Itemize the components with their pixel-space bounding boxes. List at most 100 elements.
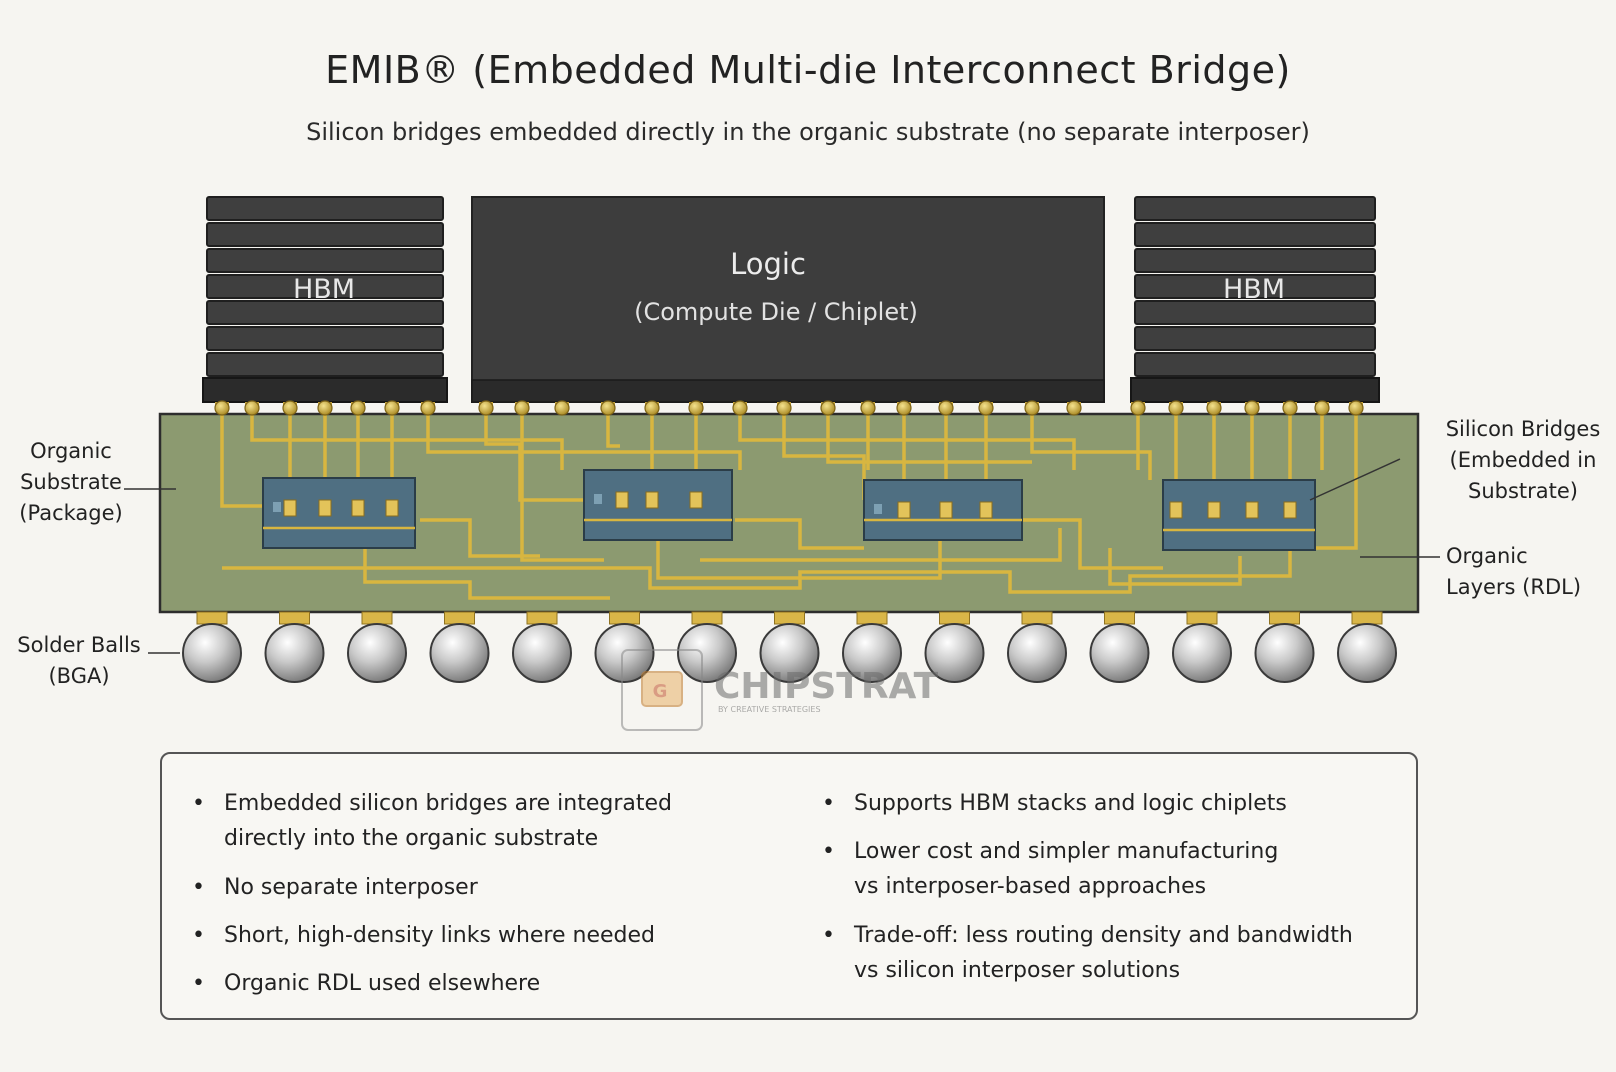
ball-pad: [526, 611, 558, 625]
solder-ball: [924, 623, 985, 683]
note-item: • Supports HBM stacks and logic chiplets: [822, 786, 1287, 821]
ball-pad: [1351, 611, 1383, 625]
ball-pad: [361, 611, 393, 625]
micro-bump: [317, 400, 333, 416]
page-title: EMIB® (Embedded Multi-die Interconnect B…: [325, 48, 1291, 92]
callout-solder-balls: Solder Balls (BGA): [16, 630, 142, 692]
ball-pad: [939, 611, 970, 625]
callout-organic-substrate: Organic Substrate (Package): [16, 436, 126, 529]
bridge-via: [283, 499, 297, 517]
rdl-trace: [420, 518, 540, 558]
solder-ball: [264, 623, 325, 683]
callout-line: (BGA): [48, 664, 110, 688]
bridge-marker: [594, 494, 602, 504]
micro-bump: [896, 400, 912, 416]
rdl-trace: [606, 414, 620, 448]
bullet-icon: •: [192, 971, 205, 996]
rdl-trace: [1030, 414, 1152, 480]
hbm-stack-right: [1130, 196, 1380, 403]
solder-ball: [1254, 623, 1315, 683]
rdl-trace: [700, 528, 1062, 562]
bridge-via: [1245, 501, 1259, 519]
rdl-trace: [735, 518, 864, 550]
emib-diagram: HBM Logic (Compute Die / Chiplet) HBM G …: [124, 196, 1440, 731]
note-line: Supports HBM stacks and logic chiplets: [854, 791, 1287, 816]
hbm-left-label: HBM: [293, 274, 355, 305]
rdl-trace: [484, 414, 584, 502]
hbm-dram-layer: [1134, 326, 1376, 351]
callout-organic-layers: Organic Layers (RDL): [1446, 541, 1592, 603]
rdl-trace: [250, 414, 564, 470]
micro-bump: [244, 400, 260, 416]
key-points-box: • Embedded silicon bridges are integrate…: [160, 752, 1418, 1020]
bridge-via: [615, 491, 629, 509]
ball-pad: [856, 611, 888, 625]
hbm-base-die: [1130, 377, 1380, 403]
bridge-via: [385, 499, 399, 517]
solder-ball: [1337, 623, 1397, 683]
micro-bump: [420, 400, 436, 416]
hbm-stack-left: [202, 196, 448, 403]
bridge-via: [1283, 501, 1297, 519]
bridge-via: [318, 499, 332, 517]
bridge-marker: [874, 504, 882, 514]
bullet-icon: •: [192, 923, 205, 948]
bridge-vias: [283, 491, 1297, 519]
micro-bump: [1024, 400, 1040, 416]
micro-bumps: [214, 400, 1364, 416]
logic-label: Logic: [730, 247, 806, 281]
bullet-icon: •: [192, 791, 205, 816]
callout-line: Organic: [1446, 544, 1528, 568]
note-item: • Embedded silicon bridges are integrate…: [192, 786, 672, 856]
ball-pad: [1269, 611, 1300, 625]
micro-bump: [688, 400, 704, 416]
bridge-via: [689, 491, 703, 509]
solder-balls-bga: [182, 611, 1397, 683]
hbm-dram-layer: [206, 196, 444, 221]
hbm-dram-layer: [1134, 196, 1376, 221]
logic-die-base: [471, 379, 1105, 403]
micro-bump: [1244, 400, 1260, 416]
callout-line: Layers (RDL): [1446, 575, 1582, 599]
micro-bump: [214, 400, 230, 416]
logic-die: [471, 196, 1105, 403]
solder-ball: [759, 623, 820, 683]
micro-bump: [1206, 400, 1222, 416]
solder-ball: [429, 623, 490, 683]
ball-pad: [691, 611, 723, 625]
solder-ball: [594, 623, 655, 683]
micro-bump: [1348, 400, 1364, 416]
watermark-tagline: BY CREATIVE STRATEGIES: [718, 705, 821, 714]
note-item: • Lower cost and simpler manufacturing v…: [822, 834, 1278, 904]
micro-bump: [514, 400, 530, 416]
callout-line: (Package): [19, 501, 123, 525]
solder-ball: [182, 623, 242, 683]
solder-ball: [677, 623, 737, 683]
watermark-logo-icon: [621, 649, 703, 731]
hbm-dram-layer: [1134, 222, 1376, 247]
rdl-trace: [363, 548, 610, 600]
micro-bump: [644, 400, 660, 416]
note-item: • Trade-off: less routing density and ba…: [822, 918, 1353, 988]
note-line: directly into the organic substrate: [224, 826, 599, 851]
note-item: • No separate interposer: [192, 870, 478, 905]
hbm-base-die: [202, 377, 448, 403]
micro-bump: [732, 400, 748, 416]
watermark-brand: CHIPSTRAT: [714, 666, 939, 707]
hbm-dram-layer: [1134, 248, 1376, 273]
solder-ball: [1089, 623, 1150, 683]
solder-ball: [347, 623, 407, 683]
callout-line: Substrate: [20, 470, 122, 494]
solder-ball: [842, 623, 902, 683]
hbm-dram-layer: [206, 274, 444, 299]
micro-bump: [978, 400, 994, 416]
chipstrat-watermark: G CHIPSTRAT BY CREATIVE STRATEGIES: [621, 649, 939, 731]
rdl-trace: [220, 414, 263, 508]
logic-sublabel: (Compute Die / Chiplet): [634, 298, 918, 326]
micro-bump: [1130, 400, 1146, 416]
note-line: vs silicon interposer solutions: [854, 958, 1181, 983]
bridge-marker: [273, 502, 281, 512]
bridge-via: [645, 491, 659, 509]
callout-line: Substrate): [1468, 479, 1578, 503]
hbm-dram-layer: [1134, 274, 1376, 299]
